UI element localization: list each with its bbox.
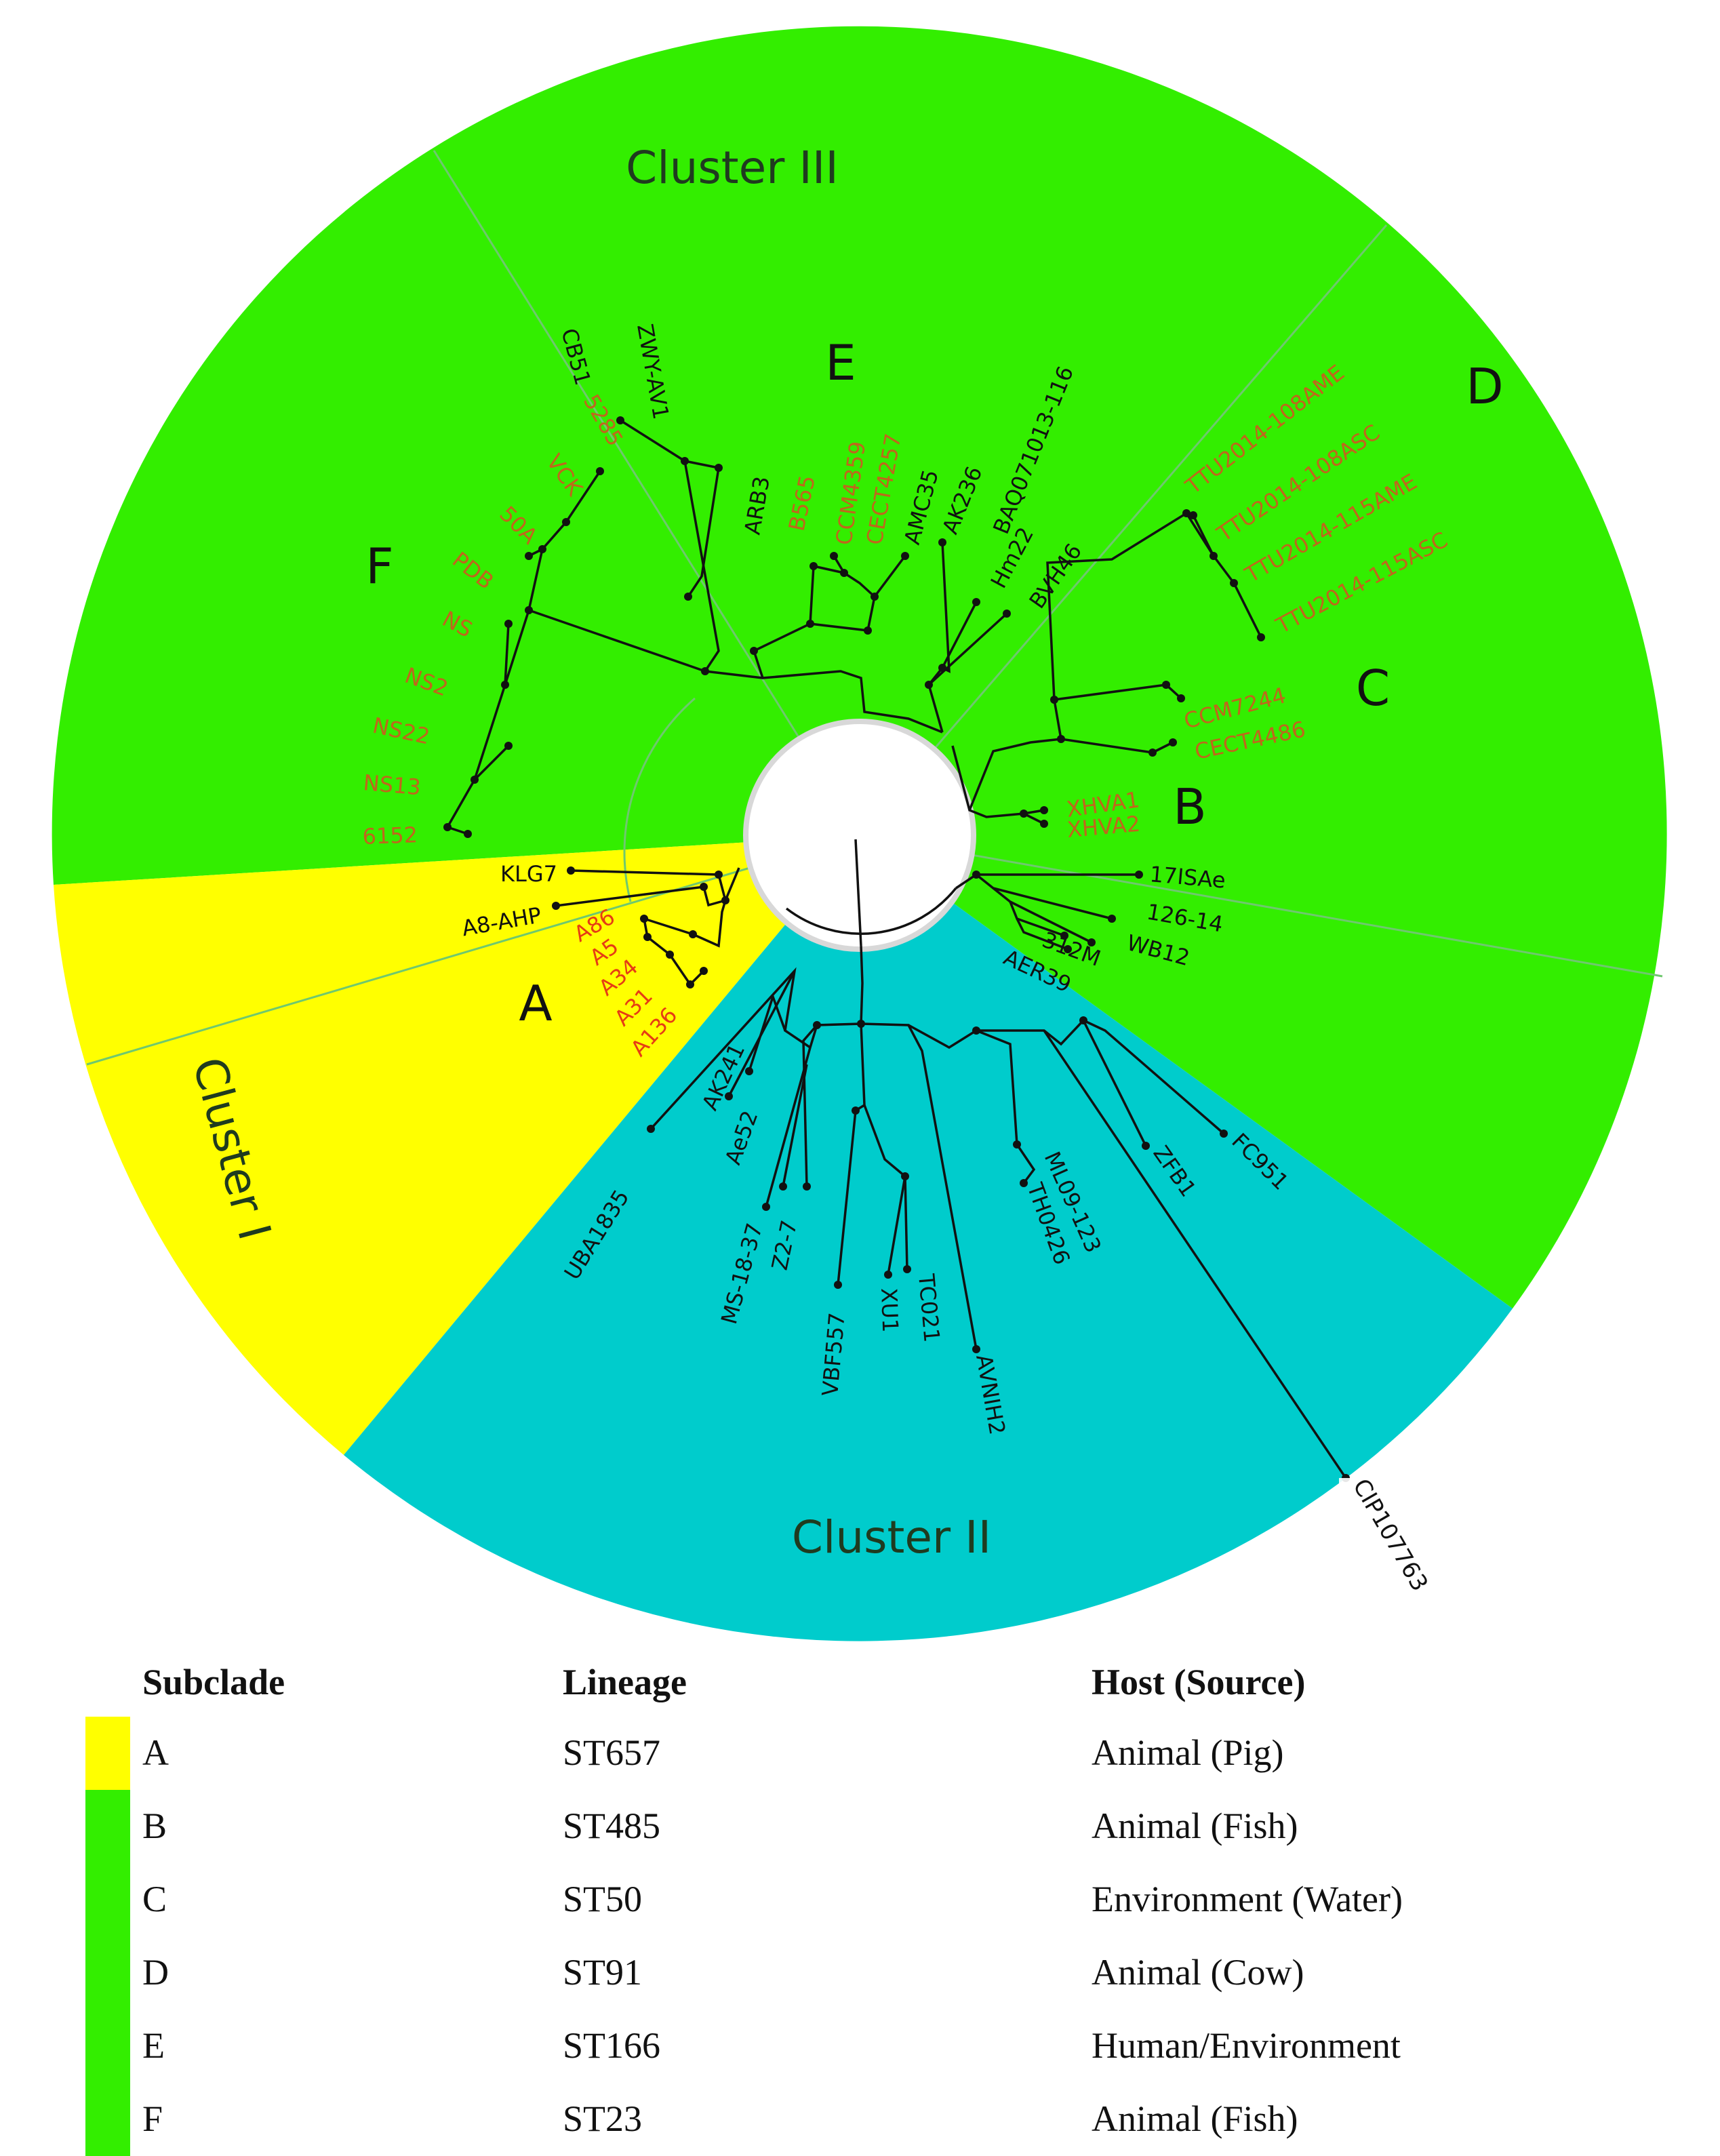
tree-center — [743, 719, 976, 952]
cluster-i-sector — [54, 835, 860, 1455]
legend-row: E ST166 Human/Environment — [0, 2010, 1720, 2083]
legend-header-host: Host (Source) — [1092, 1662, 1306, 1702]
cluster-ii-label: Cluster II — [792, 1511, 991, 1563]
legend-swatch — [85, 2010, 130, 2083]
tree-nodes — [443, 416, 1350, 1482]
tree-branches — [446, 419, 1347, 1479]
legend-host: Animal (Fish) — [1092, 2098, 1298, 2139]
phylogenetic-tree: Cluster III Cluster II Cluster I A B C D… — [52, 26, 1667, 1641]
subclade-label-b: B — [1173, 778, 1206, 835]
legend-swatch — [85, 1717, 130, 1790]
legend-subclade: C — [142, 1879, 167, 1919]
legend-lineage: ST485 — [563, 1805, 661, 1846]
legend-header-subclade: Subclade — [142, 1662, 285, 1702]
legend-row: C ST50 Environment (Water) — [0, 1863, 1720, 1936]
legend-lineage: ST657 — [563, 1732, 661, 1773]
cip-label-backdrop — [1339, 1478, 1461, 1620]
legend-host: Animal (Cow) — [1092, 1952, 1304, 1993]
legend-lineage: ST50 — [563, 1879, 643, 1919]
legend-lineage: ST91 — [563, 1952, 643, 1993]
legend-lineage: ST23 — [563, 2098, 643, 2139]
leaf-label: TC021 — [913, 1272, 945, 1343]
cluster-ii-sector — [344, 835, 1513, 1641]
leaf-label: 6152 — [362, 822, 418, 850]
subclade-label-e: E — [825, 334, 856, 391]
legend-subclade: A — [142, 1732, 169, 1773]
legend-header-lineage: Lineage — [563, 1662, 687, 1702]
subclade-label-c: C — [1356, 660, 1390, 717]
legend-swatch — [85, 2083, 130, 2156]
legend-subclade: E — [142, 2025, 165, 2066]
legend-swatch — [85, 1936, 130, 2010]
legend-host: Environment (Water) — [1092, 1879, 1403, 1919]
legend-lineage: ST166 — [563, 2025, 661, 2066]
legend-table: Subclade Lineage Host (Source) A ST657 A… — [0, 1648, 1720, 2156]
subclade-label-f: F — [365, 538, 393, 595]
leaf-label: KLG7 — [500, 861, 557, 887]
subclade-label-a: A — [519, 975, 552, 1032]
legend-subclade: B — [142, 1805, 167, 1846]
cluster-iii-sector — [52, 26, 1667, 1309]
legend-host: Animal (Pig) — [1092, 1732, 1284, 1773]
legend-host: Human/Environment — [1092, 2025, 1401, 2066]
subclade-label-d: D — [1466, 358, 1503, 415]
legend-swatch — [85, 1863, 130, 1936]
cluster-iii-label: Cluster III — [626, 142, 839, 194]
legend-row: B ST485 Animal (Fish) — [0, 1790, 1720, 1863]
legend-subclade: F — [142, 2098, 163, 2139]
legend-row: D ST91 Animal (Cow) — [0, 1936, 1720, 2010]
legend-row: F ST23 Animal (Fish) — [0, 2083, 1720, 2156]
leaf-label: NS13 — [362, 770, 422, 800]
legend-swatch — [85, 1790, 130, 1863]
leaf-label: XU1 — [876, 1287, 903, 1333]
leaf-label: XHVA2 — [1066, 811, 1141, 843]
legend-host: Animal (Fish) — [1092, 1805, 1298, 1846]
legend-row: A ST657 Animal (Pig) — [0, 1717, 1720, 1790]
legend-subclade: D — [142, 1952, 169, 1993]
